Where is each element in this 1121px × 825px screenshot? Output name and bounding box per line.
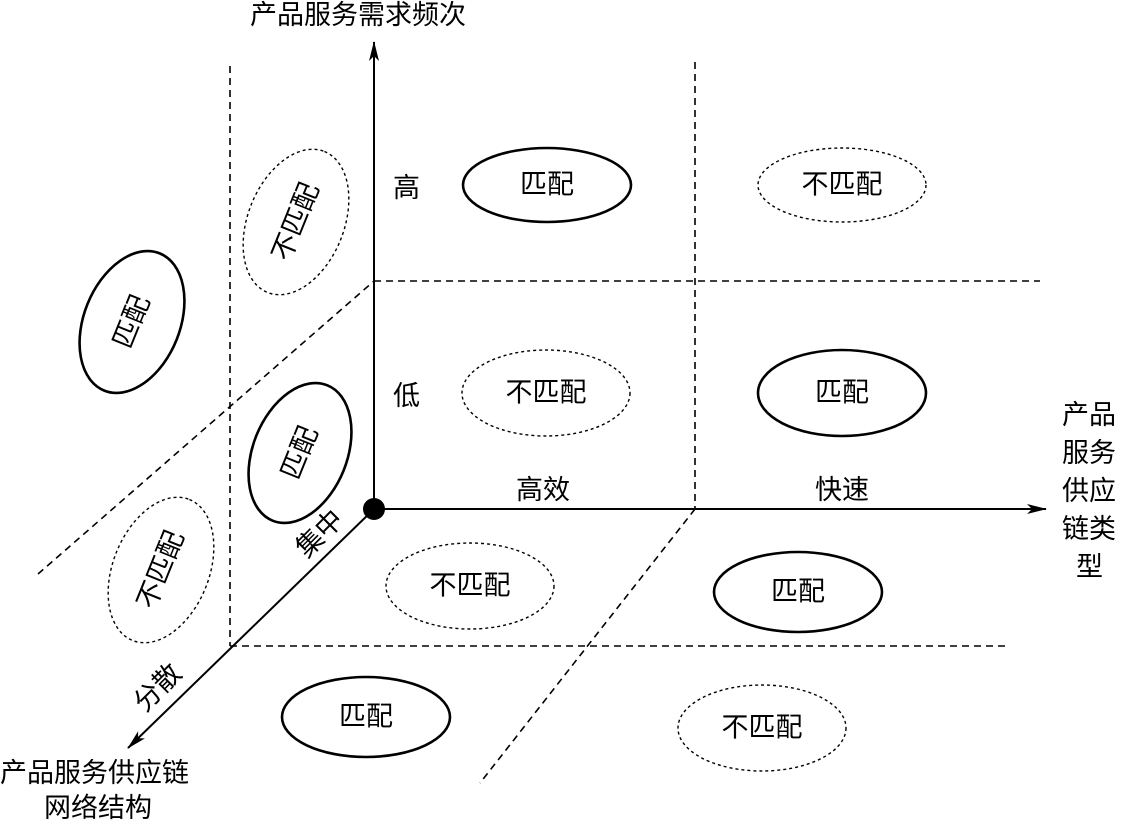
cell-left-high-centralized: 不匹配: [242, 148, 350, 296]
horizontal-axis-title-line: 产品: [1062, 400, 1116, 431]
cell-left-high-dispersed: 匹配: [78, 249, 186, 395]
depth-axis-title-line: 产品服务供应链: [0, 758, 189, 789]
grid-left-diagonal: [37, 280, 375, 575]
horizontal-axis-title: 产品 服务 供应 链类 型: [1062, 400, 1116, 583]
horizontal-axis-title-line: 服务: [1062, 438, 1116, 469]
tick-high: 高: [393, 173, 420, 204]
tick-efficient: 高效: [516, 475, 570, 506]
axes: [127, 41, 1047, 749]
cell-left-low-dispersed: 不匹配: [107, 496, 215, 644]
cell-bottom-centralized-efficient: 不匹配: [385, 542, 555, 630]
cell-front-low-fast: 匹配: [756, 348, 928, 438]
cell-front-high-fast: 不匹配: [757, 147, 927, 223]
horizontal-axis-title-line: 供应: [1062, 476, 1116, 507]
grid-bottom-diagonal: [479, 508, 696, 784]
svg-text:不匹配: 不匹配: [506, 378, 587, 409]
tick-low: 低: [393, 381, 420, 412]
horizontal-axis-title-line: 型: [1076, 552, 1103, 583]
cell-front-low-efficient: 不匹配: [461, 349, 631, 437]
cell-bottom-centralized-fast: 匹配: [712, 550, 884, 634]
depth-axis-title-line: 网络结构: [44, 793, 152, 824]
svg-text:匹配: 匹配: [108, 291, 157, 353]
svg-text:匹配: 匹配: [339, 702, 393, 733]
depth-axis-title: 产品服务供应链 网络结构: [0, 758, 189, 824]
svg-text:不匹配: 不匹配: [802, 170, 883, 201]
svg-text:匹配: 匹配: [771, 577, 825, 608]
svg-text:不匹配: 不匹配: [430, 571, 511, 602]
depth-axis: [127, 508, 375, 749]
tick-centralized: 集中: [290, 504, 350, 564]
horizontal-axis-title-line: 链类: [1062, 514, 1116, 545]
vertical-axis-title: 产品服务需求频次: [250, 0, 466, 31]
svg-text:不匹配: 不匹配: [131, 527, 190, 614]
svg-text:匹配: 匹配: [815, 378, 869, 409]
tick-fast: 快速: [815, 475, 869, 506]
cell-left-low-centralized: 匹配: [247, 381, 353, 525]
cell-front-high-efficient: 匹配: [461, 146, 633, 224]
cell-bottom-dispersed-efficient: 匹配: [280, 675, 452, 759]
cell-bottom-dispersed-fast: 不匹配: [677, 684, 847, 772]
svg-text:匹配: 匹配: [520, 170, 574, 201]
tick-dispersed: 分散: [128, 658, 188, 718]
svg-text:匹配: 匹配: [276, 422, 325, 484]
svg-text:不匹配: 不匹配: [266, 179, 325, 266]
svg-text:不匹配: 不匹配: [722, 713, 803, 744]
grid-lines: [37, 62, 1040, 784]
origin-dot: [363, 498, 385, 520]
